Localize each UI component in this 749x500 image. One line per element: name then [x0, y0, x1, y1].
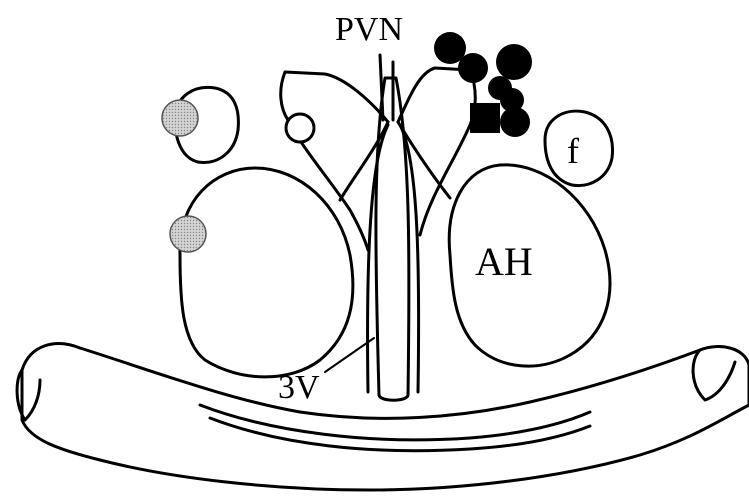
- gray-marker-lower: [170, 216, 206, 252]
- filled-circle-marker: [496, 44, 532, 80]
- anterior-hypothalamus-label: AH: [475, 239, 533, 284]
- third-ventricle-outline: [376, 78, 409, 400]
- filled-circle-marker: [458, 53, 488, 83]
- pvn-label: PVN: [335, 11, 403, 48]
- pvn-label-pointer: [380, 55, 393, 120]
- filled-square-marker: [470, 103, 500, 133]
- optic-chiasm-rim-right: [693, 350, 735, 400]
- pvn-left-inner: [340, 122, 388, 200]
- optic-chiasm-inner-band-2: [210, 418, 590, 451]
- open-circle-marker: [286, 114, 314, 142]
- gray-marker-upper: [162, 100, 198, 136]
- optic-chiasm: [22, 344, 749, 490]
- filled-marker-cluster: [434, 32, 532, 137]
- fornix-label: f: [567, 131, 579, 171]
- left-nucleus-outline: [180, 168, 353, 377]
- filled-circle-marker: [500, 107, 530, 137]
- third-ventricle-label: 3V: [278, 369, 320, 406]
